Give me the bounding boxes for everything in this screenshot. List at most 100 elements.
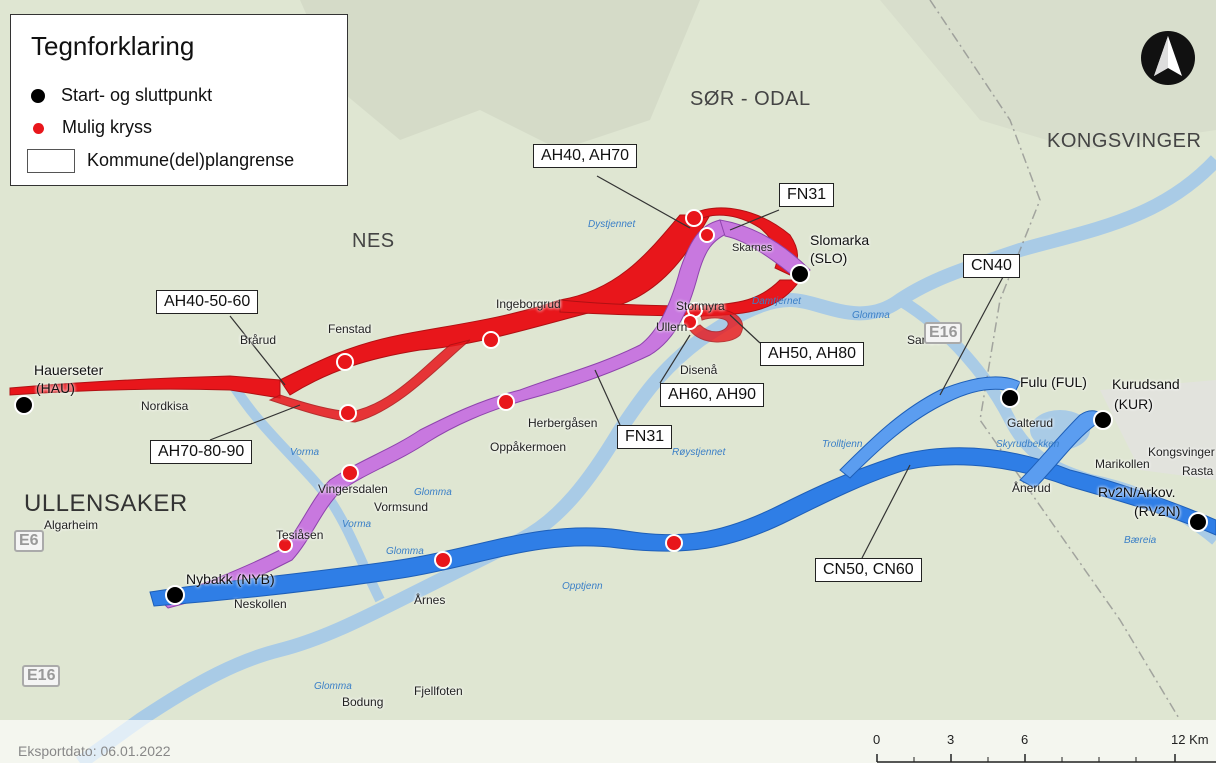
- place-label-marikollen: Marikollen: [1095, 457, 1150, 471]
- water-label-glomma-s: Glomma: [314, 681, 352, 692]
- place-label-galterud: Galterud: [1007, 416, 1054, 430]
- place-label-stormyra: Stormyra: [676, 299, 725, 313]
- place-label-ingeborgrud: Ingeborgrud: [496, 297, 561, 311]
- endpoint-label-kur-name: Kurudsand: [1112, 376, 1180, 392]
- route-ah-loop[interactable]: [689, 207, 798, 276]
- place-label-ullern: Ullern: [656, 320, 688, 334]
- water-label-glomma-mid: Glomma: [414, 487, 452, 498]
- endpoint-label-hau-name: Hauerseter: [34, 362, 104, 378]
- endpoint-marker-hau[interactable]: [14, 395, 34, 415]
- callout-cn40[interactable]: CN40: [963, 254, 1020, 278]
- endpoint-label-kur-code: (KUR): [1114, 396, 1153, 412]
- region-label-sor-odal: SØR - ODAL: [690, 88, 811, 110]
- water-label-trolltjenn: Trolltjenn: [822, 439, 863, 450]
- plan-boundary: [929, 0, 1181, 721]
- boundary-swatch-icon: [27, 149, 75, 173]
- place-label-neskollen: Neskollen: [234, 597, 287, 611]
- endpoint-markers: [14, 264, 1208, 605]
- junction-marker[interactable]: [336, 353, 354, 371]
- route-cn40[interactable]: [839, 376, 1021, 479]
- junction-marker[interactable]: [482, 331, 500, 349]
- region-label-ullensaker: ULLENSAKER: [24, 490, 188, 517]
- place-label-kongsvinger-town: Kongsvinger: [1148, 445, 1215, 459]
- water-label-baereia: Bæreia: [1124, 535, 1157, 546]
- scale-tick-label: 6: [1021, 732, 1029, 747]
- callout-ah40-ah70[interactable]: AH40, AH70: [533, 144, 638, 168]
- junction-dot-icon: [33, 122, 44, 134]
- water-label-skyrudbekken: Skyrudbekken: [996, 439, 1060, 450]
- place-label-rasta: Rasta: [1182, 464, 1214, 478]
- region-label-nes: NES: [352, 230, 395, 252]
- road-shield-e16-west: E16: [22, 665, 61, 687]
- callout-ah50-ah80[interactable]: AH50, AH80: [760, 342, 865, 366]
- place-label-bodung: Bodung: [342, 695, 384, 709]
- endpoint-marker-rv2n[interactable]: [1188, 512, 1208, 532]
- road-shield-e6: E6: [14, 530, 44, 552]
- water-label-glomma-ne: Glomma: [852, 310, 890, 321]
- place-label-brarud: Brårud: [240, 333, 277, 347]
- scale-tick-label: 0: [873, 732, 881, 747]
- legend-item-endpoint: Start- og sluttpunkt: [27, 85, 212, 106]
- endpoint-marker-ful[interactable]: [1000, 388, 1020, 408]
- water-label-glomma-sw: Glomma: [386, 546, 424, 557]
- scale-tick-label: 3: [947, 732, 955, 747]
- route-cn-main[interactable]: [149, 447, 1216, 607]
- endpoint-marker-nyb[interactable]: [165, 585, 185, 605]
- junction-marker[interactable]: [682, 314, 698, 330]
- place-label-fenstad: Fenstad: [328, 322, 372, 336]
- settlement-area: [1100, 380, 1216, 480]
- legend-item-label: Start- og sluttpunkt: [61, 85, 213, 105]
- legend-item-junction: Mulig kryss: [27, 117, 152, 138]
- place-label-skarnes: Skarnes: [732, 242, 773, 254]
- callout-ah40-50-60[interactable]: AH40-50-60: [156, 290, 259, 314]
- north-arrow-icon: [1141, 31, 1195, 85]
- hill-shading: [880, 0, 1216, 150]
- export-date: Eksportdato: 06.01.2022: [18, 743, 171, 759]
- callout-fn31-top[interactable]: FN31: [779, 183, 835, 207]
- place-label-nordkisa: Nordkisa: [141, 399, 189, 413]
- legend-item-boundary: Kommune(del)plangrense: [27, 149, 294, 173]
- place-label-tesiasen: Tesiåsen: [276, 528, 324, 542]
- junction-marker[interactable]: [665, 534, 683, 552]
- place-label-anerud: Ånerud: [1012, 481, 1051, 495]
- junction-marker[interactable]: [339, 404, 357, 422]
- water-label-dystjennet: Dystjennet: [588, 219, 636, 230]
- endpoint-label-rv2n-code: (RV2N): [1134, 503, 1181, 519]
- junction-marker[interactable]: [277, 537, 293, 553]
- junction-marker[interactable]: [434, 551, 452, 569]
- road-shield-e16-east: E16: [924, 322, 963, 344]
- route-ah[interactable]: [9, 207, 801, 423]
- footer-bar: [0, 720, 1216, 763]
- callout-fn31-mid[interactable]: FN31: [617, 425, 673, 449]
- water-label-royestjennet: Røystjennet: [672, 447, 726, 458]
- endpoint-label-ful: Fulu (FUL): [1020, 374, 1087, 390]
- junction-marker[interactable]: [685, 209, 703, 227]
- place-label-vormsund: Vormsund: [374, 500, 429, 514]
- legend-item-label: Kommune(del)plangrense: [87, 149, 295, 170]
- endpoint-label-slo-name: Slomarka: [810, 232, 870, 248]
- region-label-kongsvinger: KONGSVINGER: [1047, 130, 1202, 152]
- endpoint-marker-kur[interactable]: [1093, 410, 1113, 430]
- place-label-arnes: Årnes: [414, 593, 446, 607]
- hill-shading: [300, 0, 700, 150]
- water-label-opptjenn: Opptjenn: [562, 581, 603, 592]
- endpoint-label-hau-code: (HAU): [36, 380, 75, 396]
- junction-marker[interactable]: [341, 464, 359, 482]
- callout-ah60-ah90[interactable]: AH60, AH90: [660, 383, 765, 407]
- callout-cn50-cn60[interactable]: CN50, CN60: [815, 558, 922, 582]
- water-label-vorma-2: Vorma: [342, 519, 372, 530]
- callout-ah70-80-90[interactable]: AH70-80-90: [150, 440, 253, 464]
- place-label-oppakermoen: Oppåkermoen: [490, 440, 567, 454]
- junction-marker[interactable]: [699, 227, 715, 243]
- endpoint-label-slo-code: (SLO): [810, 250, 848, 266]
- scale-tick-label: 12 Km: [1171, 732, 1209, 747]
- water-label-vorma-1: Vorma: [290, 447, 320, 458]
- place-label-herbergasen: Herbergåsen: [528, 416, 598, 430]
- scale-bar: 0 3 6 12 Km: [865, 730, 1216, 763]
- junction-marker[interactable]: [497, 393, 515, 411]
- legend-item-label: Mulig kryss: [62, 117, 153, 137]
- place-label-algarheim: Algarheim: [44, 518, 99, 532]
- route-cn[interactable]: [149, 376, 1216, 607]
- endpoint-marker-slo[interactable]: [790, 264, 810, 284]
